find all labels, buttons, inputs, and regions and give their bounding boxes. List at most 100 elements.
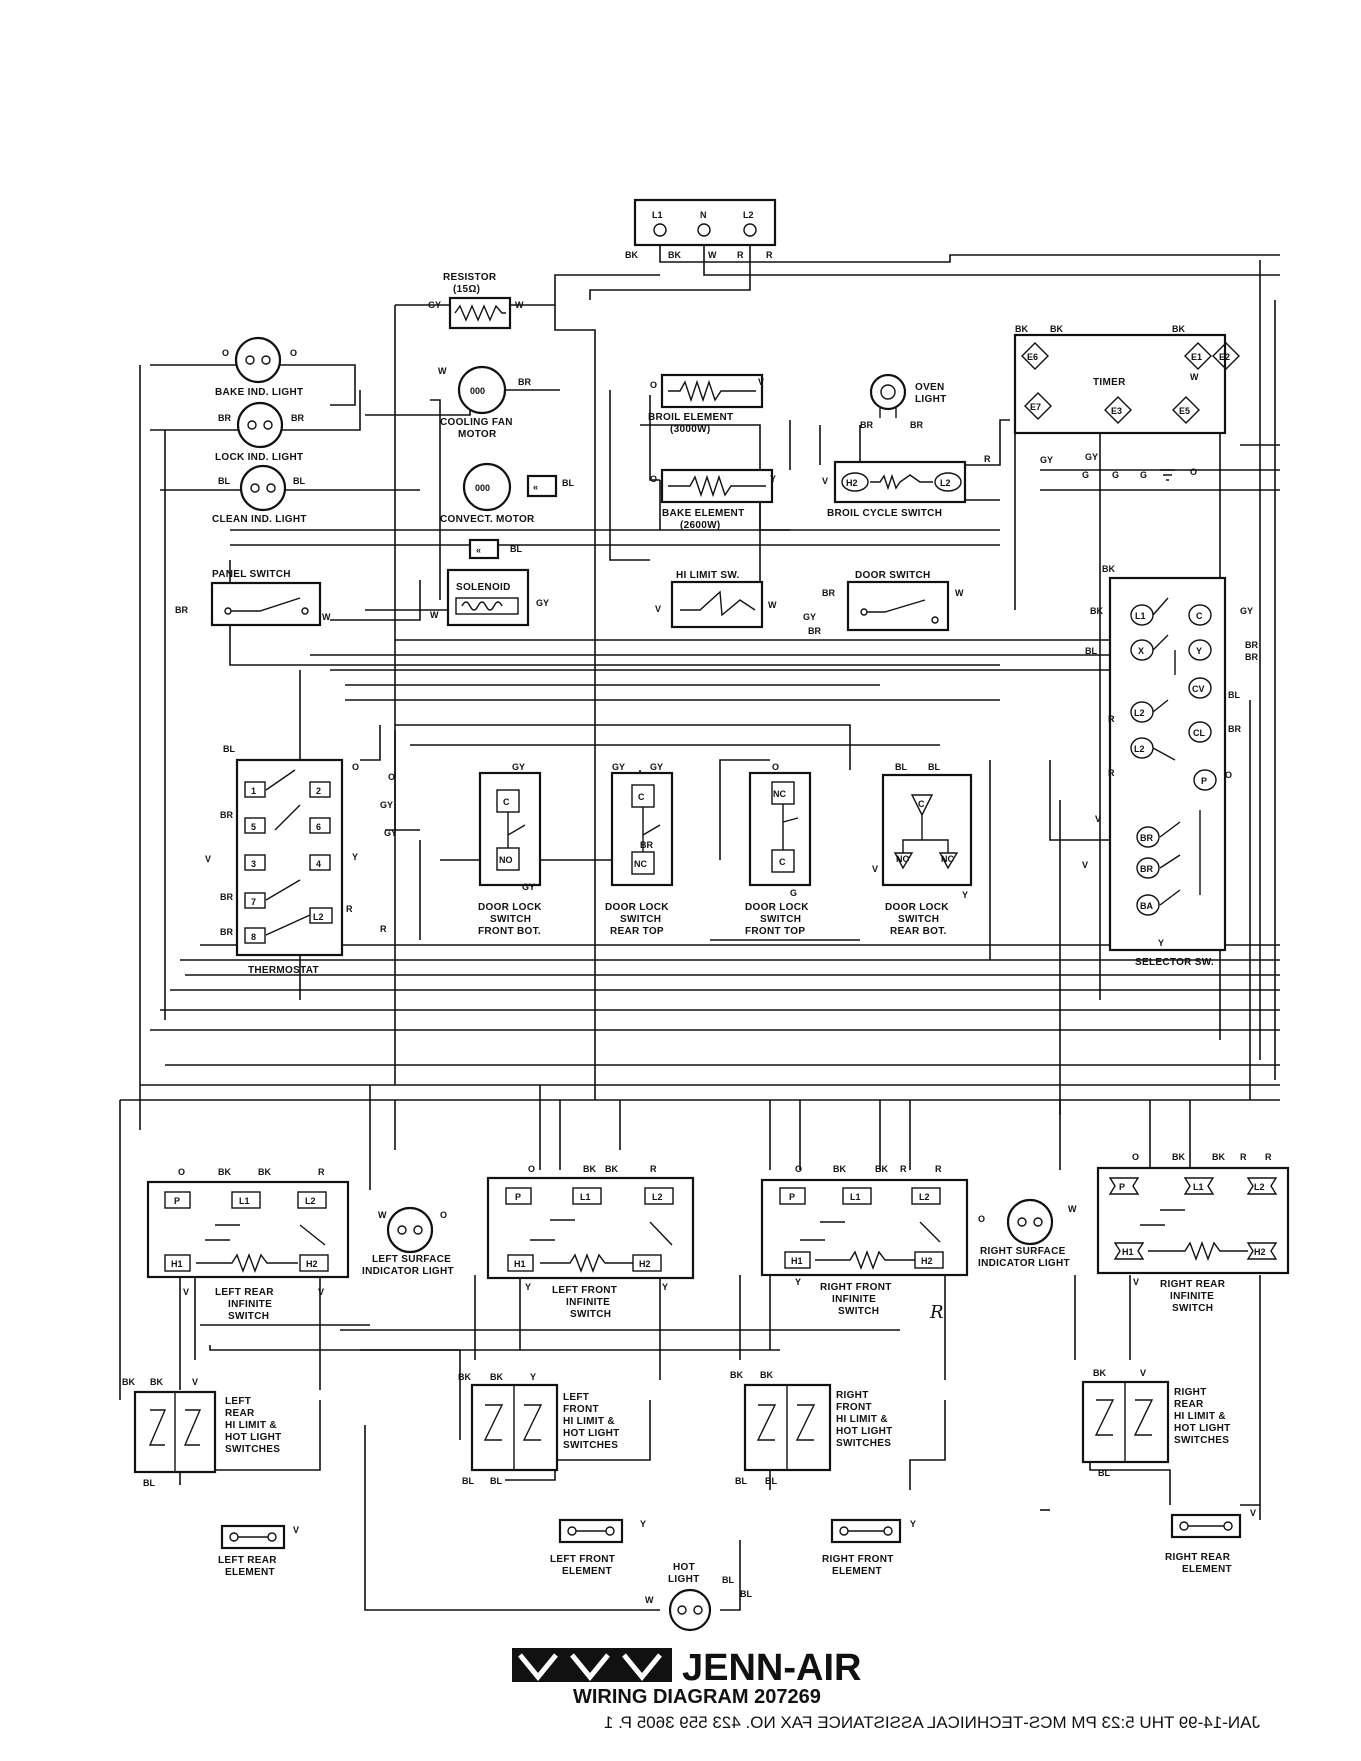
wire-code: BK	[605, 1164, 618, 1174]
wire-code: BR	[910, 420, 923, 430]
wire-code: Y	[640, 1519, 646, 1529]
hi-limit-label: LEFT	[563, 1392, 589, 1403]
wire-code: BR	[1228, 724, 1241, 734]
wire-code: O	[178, 1167, 185, 1177]
hi-limit-label: SWITCHES	[1174, 1435, 1229, 1446]
pin: L2	[919, 1192, 930, 1202]
wire-code: BL	[143, 1478, 155, 1488]
diagram-title: WIRING DIAGRAM 207269	[573, 1686, 821, 1708]
infinite-switch-label: SWITCH	[228, 1311, 269, 1322]
wire-code: R	[935, 1164, 942, 1174]
pin: H1	[514, 1259, 526, 1269]
wire-code: BK	[258, 1167, 271, 1177]
hi-limit-label: HOT LIGHT	[563, 1428, 620, 1439]
wire-code: V	[822, 476, 828, 486]
wire-code: BK	[730, 1370, 743, 1380]
wire-code: Y	[662, 1282, 668, 1292]
wire-code: W	[438, 366, 447, 376]
wire-code: O	[650, 474, 657, 484]
door-lock-label: SWITCH	[620, 914, 661, 925]
wire-code: W	[955, 588, 964, 598]
wire-code: BK	[150, 1377, 163, 1387]
left-surface-indicator-light: W O LEFT SURFACE INDICATOR LIGHT	[362, 1206, 454, 1277]
hi-limit-switch: HI LIMIT SW. V W	[655, 570, 777, 629]
wire-code: R	[380, 924, 387, 934]
wire-code: BR	[175, 605, 188, 615]
wire-code: BK	[490, 1372, 503, 1382]
element-label: LEFT REAR	[218, 1555, 277, 1566]
lock-ind-light-label: LOCK IND. LIGHT	[215, 452, 303, 463]
wire-code: W	[515, 300, 524, 310]
infinite-switch-label: LEFT REAR	[215, 1287, 274, 1298]
wire-code: V	[1082, 860, 1088, 870]
wire-code: V	[1250, 1508, 1256, 1518]
wire-code: G	[1112, 470, 1119, 480]
pin: 5	[251, 822, 256, 832]
wire-code: O	[352, 762, 359, 772]
wire-code: V	[183, 1287, 189, 1297]
wire-code: BR	[220, 927, 233, 937]
solenoid-label: SOLENOID	[456, 582, 511, 593]
element-label: RIGHT FRONT	[822, 1554, 894, 1565]
left-rear-hi-limit-switches: BK BK V BL LEFT REAR HI LIMIT & HOT LIGH…	[122, 1377, 281, 1488]
pin: NO	[896, 854, 910, 864]
hi-limit-label: RIGHT	[1174, 1387, 1207, 1398]
wire-code: BR	[220, 892, 233, 902]
wire-code: BL	[218, 476, 230, 486]
pin: L1	[1135, 611, 1146, 621]
logo-chevron-icon	[518, 1653, 558, 1681]
wire-code: BR	[518, 377, 531, 387]
wire-code: G	[1082, 470, 1089, 480]
pin: L2	[1254, 1182, 1265, 1192]
wire-code: BK	[122, 1377, 135, 1387]
bake-element: O Y BAKE ELEMENT (2600W)	[650, 468, 776, 531]
wire-code: BR	[218, 413, 231, 423]
door-lock-label: DOOR LOCK	[605, 902, 669, 913]
door-lock-label: REAR TOP	[610, 926, 664, 937]
wire-code: BR	[860, 420, 873, 430]
pin: CV	[1192, 684, 1205, 694]
hi-limit-label: FRONT	[563, 1404, 599, 1415]
wire-code: GY	[650, 762, 663, 772]
surface-light-label: LEFT SURFACE	[372, 1254, 451, 1265]
right-rear-infinite-switch: P L1 L2 H1 H2 O BK BK R R V RIGHT REAR I…	[1096, 1152, 1290, 1314]
hi-limit-label: HOT LIGHT	[836, 1426, 893, 1437]
logo-chevron-icon	[622, 1653, 662, 1681]
wire-code: Y	[352, 852, 358, 862]
wire-code: Y	[525, 1282, 531, 1292]
terminal-block: L1 N L2 BK BK W R R	[625, 198, 777, 260]
hot-light-label: HOT	[673, 1562, 695, 1573]
wire-code: Y	[962, 890, 968, 900]
fax-header: JAN-14-99 THU 5:23 PM MCS-TECHNICAL ASSI…	[604, 1713, 1260, 1732]
bake-element-label: (2600W)	[680, 520, 720, 531]
wire-code: W	[430, 610, 439, 620]
resistor: RESISTOR (15Ω) GY W	[428, 272, 524, 330]
wire-code: BK	[625, 250, 638, 260]
wire-code: W	[378, 1210, 387, 1220]
pin-n: N	[700, 210, 707, 220]
wire-code: R	[1108, 714, 1115, 724]
panel-switch: PANEL SWITCH BR W	[175, 569, 331, 627]
door-lock-rear-top: C NC GY GY BR DOOR LOCK SWITCH REAR TOP	[605, 762, 674, 937]
hi-limit-label: REAR	[1174, 1399, 1204, 1410]
pin-e3: E3	[1111, 406, 1122, 416]
wire-code: GY	[380, 800, 393, 810]
wire-code: BR	[1245, 640, 1258, 650]
wire-code: GY	[522, 882, 535, 892]
infinite-switch-label: RIGHT REAR	[1160, 1279, 1226, 1290]
right-rear-hi-limit-switches: BK V BL RIGHT REAR HI LIMIT & HOT LIGHT …	[1081, 1368, 1230, 1478]
wire-code: V	[758, 377, 764, 387]
wire-code: W	[1068, 1204, 1077, 1214]
handwritten-note: R	[929, 1302, 944, 1323]
jenn-air-logo: JENN-AIR	[512, 1647, 861, 1689]
wire-code: V	[205, 854, 211, 864]
left-front-infinite-switch: P L1 L2 H1 H2 O BK BK R Y Y LEFT FRONT I…	[486, 1164, 695, 1320]
wire-code: GY	[612, 762, 625, 772]
hi-limit-label: LEFT	[225, 1396, 251, 1407]
pin: H2	[639, 1259, 651, 1269]
svg-text:«: «	[533, 482, 538, 492]
pin: L2	[940, 478, 951, 488]
hi-limit-label: FRONT	[836, 1402, 872, 1413]
wire-code: V	[192, 1377, 198, 1387]
